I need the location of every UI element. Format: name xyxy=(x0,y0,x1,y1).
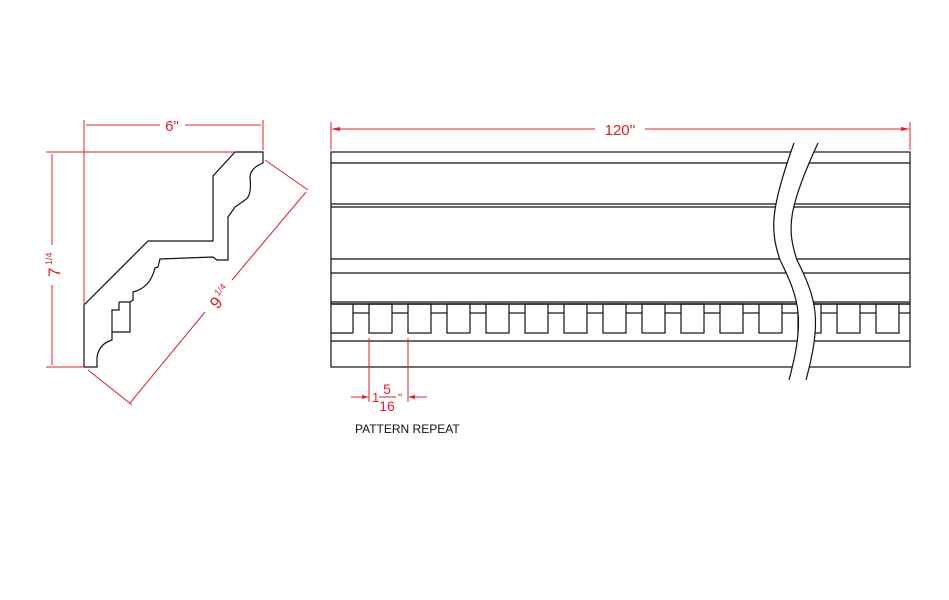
dentil-block xyxy=(602,303,627,334)
dentil-block xyxy=(485,303,510,334)
dentil-block xyxy=(680,303,705,334)
dentil-block xyxy=(836,303,861,334)
dentil-block xyxy=(407,303,432,334)
svg-text:16: 16 xyxy=(379,398,395,414)
dentil-block xyxy=(719,303,744,334)
pattern-repeat-caption: PATTERN REPEAT xyxy=(355,422,460,436)
width-dimension: 6" xyxy=(165,118,179,135)
profile-view: 6" 7 1/4 9 1/4 xyxy=(44,118,309,406)
elevation-bands xyxy=(331,162,910,342)
break-line xyxy=(773,143,818,380)
dentil-row xyxy=(331,303,910,334)
profile-inner-block xyxy=(111,301,130,332)
dentil-block xyxy=(368,303,393,334)
pattern-repeat-dimension: 1 5 16 " xyxy=(372,381,402,414)
svg-text:5: 5 xyxy=(383,381,391,397)
dentil-block xyxy=(758,303,783,334)
dentil-block xyxy=(524,303,549,334)
profile-outline xyxy=(83,151,264,368)
svg-text:1/4: 1/4 xyxy=(44,252,54,265)
svg-text:7: 7 xyxy=(45,268,64,277)
elevation-view: 120'' 1 5 16 " PATTERN REPEAT xyxy=(330,122,911,436)
svg-text:1: 1 xyxy=(372,390,379,405)
dentil-block xyxy=(641,303,666,334)
diagonal-dimension: 9 1/4 xyxy=(206,282,228,313)
dentil-block xyxy=(563,303,588,334)
height-dimension: 7 1/4 xyxy=(44,252,64,277)
dentil-block xyxy=(875,303,900,334)
svg-text:": " xyxy=(398,391,402,405)
dentil-block xyxy=(446,303,471,334)
length-dimension: 120'' xyxy=(605,122,636,139)
svg-text:9: 9 xyxy=(206,293,227,312)
